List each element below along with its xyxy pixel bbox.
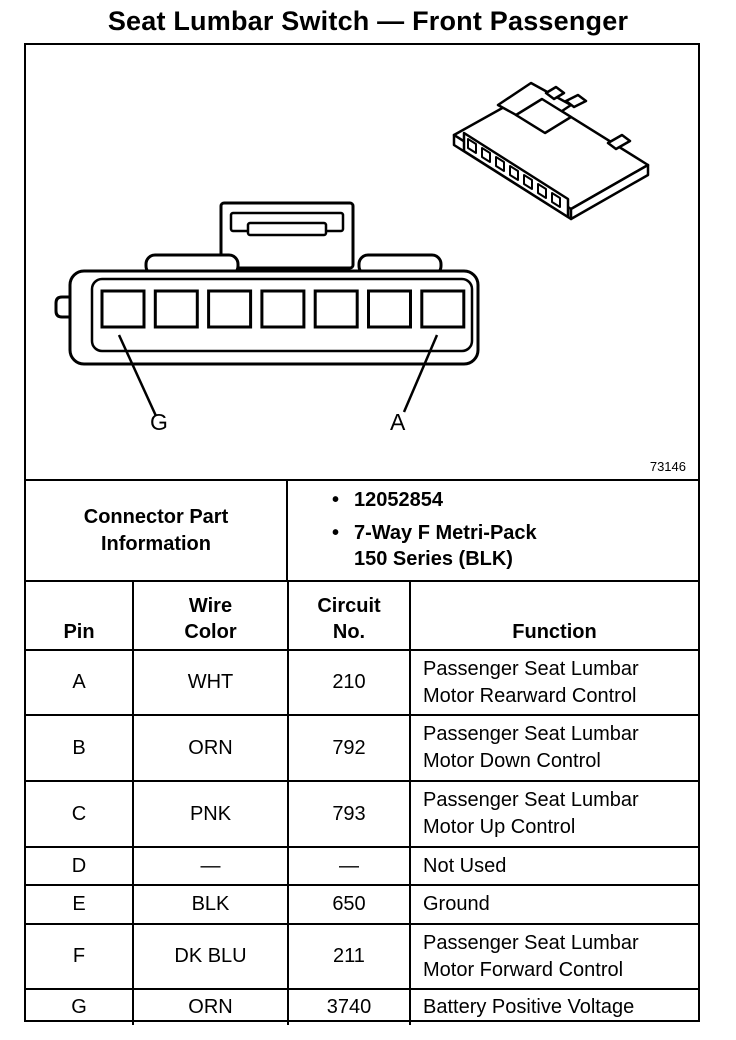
- pin-table: Pin Wire Color Circuit No. Function A WH…: [26, 582, 698, 1025]
- leader-line-g: [117, 334, 158, 417]
- table-header-row: Pin Wire Color Circuit No. Function: [26, 582, 698, 651]
- cavity-3: [207, 289, 253, 329]
- cell-circuit: —: [287, 846, 411, 886]
- header-wire-color: Wire Color: [132, 582, 289, 651]
- cell-pin: F: [26, 923, 134, 990]
- connector-info-row: Connector Part Information • 12052854 • …: [26, 479, 698, 582]
- connector-diagram: G A 73146: [26, 45, 698, 479]
- cell-function: Battery Positive Voltage: [409, 988, 698, 1025]
- connector-info-label-line2: Information: [101, 532, 211, 555]
- cell-wire-color: WHT: [132, 649, 289, 716]
- bullet-1: •: [332, 489, 340, 511]
- cell-pin: C: [26, 780, 134, 848]
- connector-description-line1: 7-Way F Metri-Pack: [354, 522, 537, 544]
- connector-info-label: Connector Part Information: [26, 481, 288, 580]
- connector-info-values: • 12052854 • 7-Way F Metri-Pack 150 Seri…: [288, 481, 698, 580]
- cell-circuit: 792: [287, 714, 411, 782]
- connector-info-label-line1: Connector Part: [83, 505, 229, 528]
- cell-wire-color: ORN: [132, 988, 289, 1025]
- connector-cavities: [100, 289, 466, 329]
- connector-frame: G A 73146 Connector Part Information • 1…: [24, 43, 700, 1025]
- table-row: D — — Not Used: [26, 846, 698, 886]
- cavity-5: [313, 289, 359, 329]
- table-row: G ORN 3740 Battery Positive Voltage: [26, 988, 698, 1025]
- bullet-2: •: [332, 522, 340, 544]
- cell-pin: B: [26, 714, 134, 782]
- cell-pin: G: [26, 988, 134, 1025]
- isometric-connector-icon: [452, 81, 650, 221]
- cavity-7: [420, 289, 466, 329]
- cell-function: Not Used: [409, 846, 698, 886]
- page-title: Seat Lumbar Switch — Front Passenger: [107, 6, 629, 36]
- cell-wire-color: ORN: [132, 714, 289, 782]
- header-function: Function: [409, 582, 698, 651]
- cell-wire-color: DK BLU: [132, 923, 289, 990]
- cell-circuit: 650: [287, 884, 411, 925]
- cell-wire-color: —: [132, 846, 289, 886]
- cell-circuit: 211: [287, 923, 411, 990]
- connector-description-line2: 150 Series (BLK): [354, 548, 513, 570]
- cell-circuit: 3740: [287, 988, 411, 1025]
- connector-face: [54, 201, 480, 366]
- cell-circuit: 793: [287, 780, 411, 848]
- pin-label-a: A: [390, 409, 406, 435]
- header-circuit: Circuit No.: [287, 582, 411, 651]
- cell-pin: A: [26, 649, 134, 716]
- cell-wire-color: PNK: [132, 780, 289, 848]
- pin-label-g: G: [150, 409, 168, 435]
- cell-function: Ground: [409, 884, 698, 925]
- cavity-6: [367, 289, 412, 329]
- header-pin: Pin: [26, 582, 134, 651]
- cavity-4: [260, 289, 306, 329]
- part-number: 12052854: [354, 489, 443, 511]
- figure-number: 73146: [649, 459, 686, 474]
- connector-drawing: [54, 81, 650, 417]
- cell-pin: E: [26, 884, 134, 925]
- cell-pin: D: [26, 846, 134, 886]
- cavity-2: [153, 289, 199, 329]
- leader-line-a: [402, 334, 439, 413]
- cell-circuit: 210: [287, 649, 411, 716]
- cell-wire-color: BLK: [132, 884, 289, 925]
- cavity-1: [100, 289, 146, 329]
- table-row: E BLK 650 Ground: [26, 884, 698, 925]
